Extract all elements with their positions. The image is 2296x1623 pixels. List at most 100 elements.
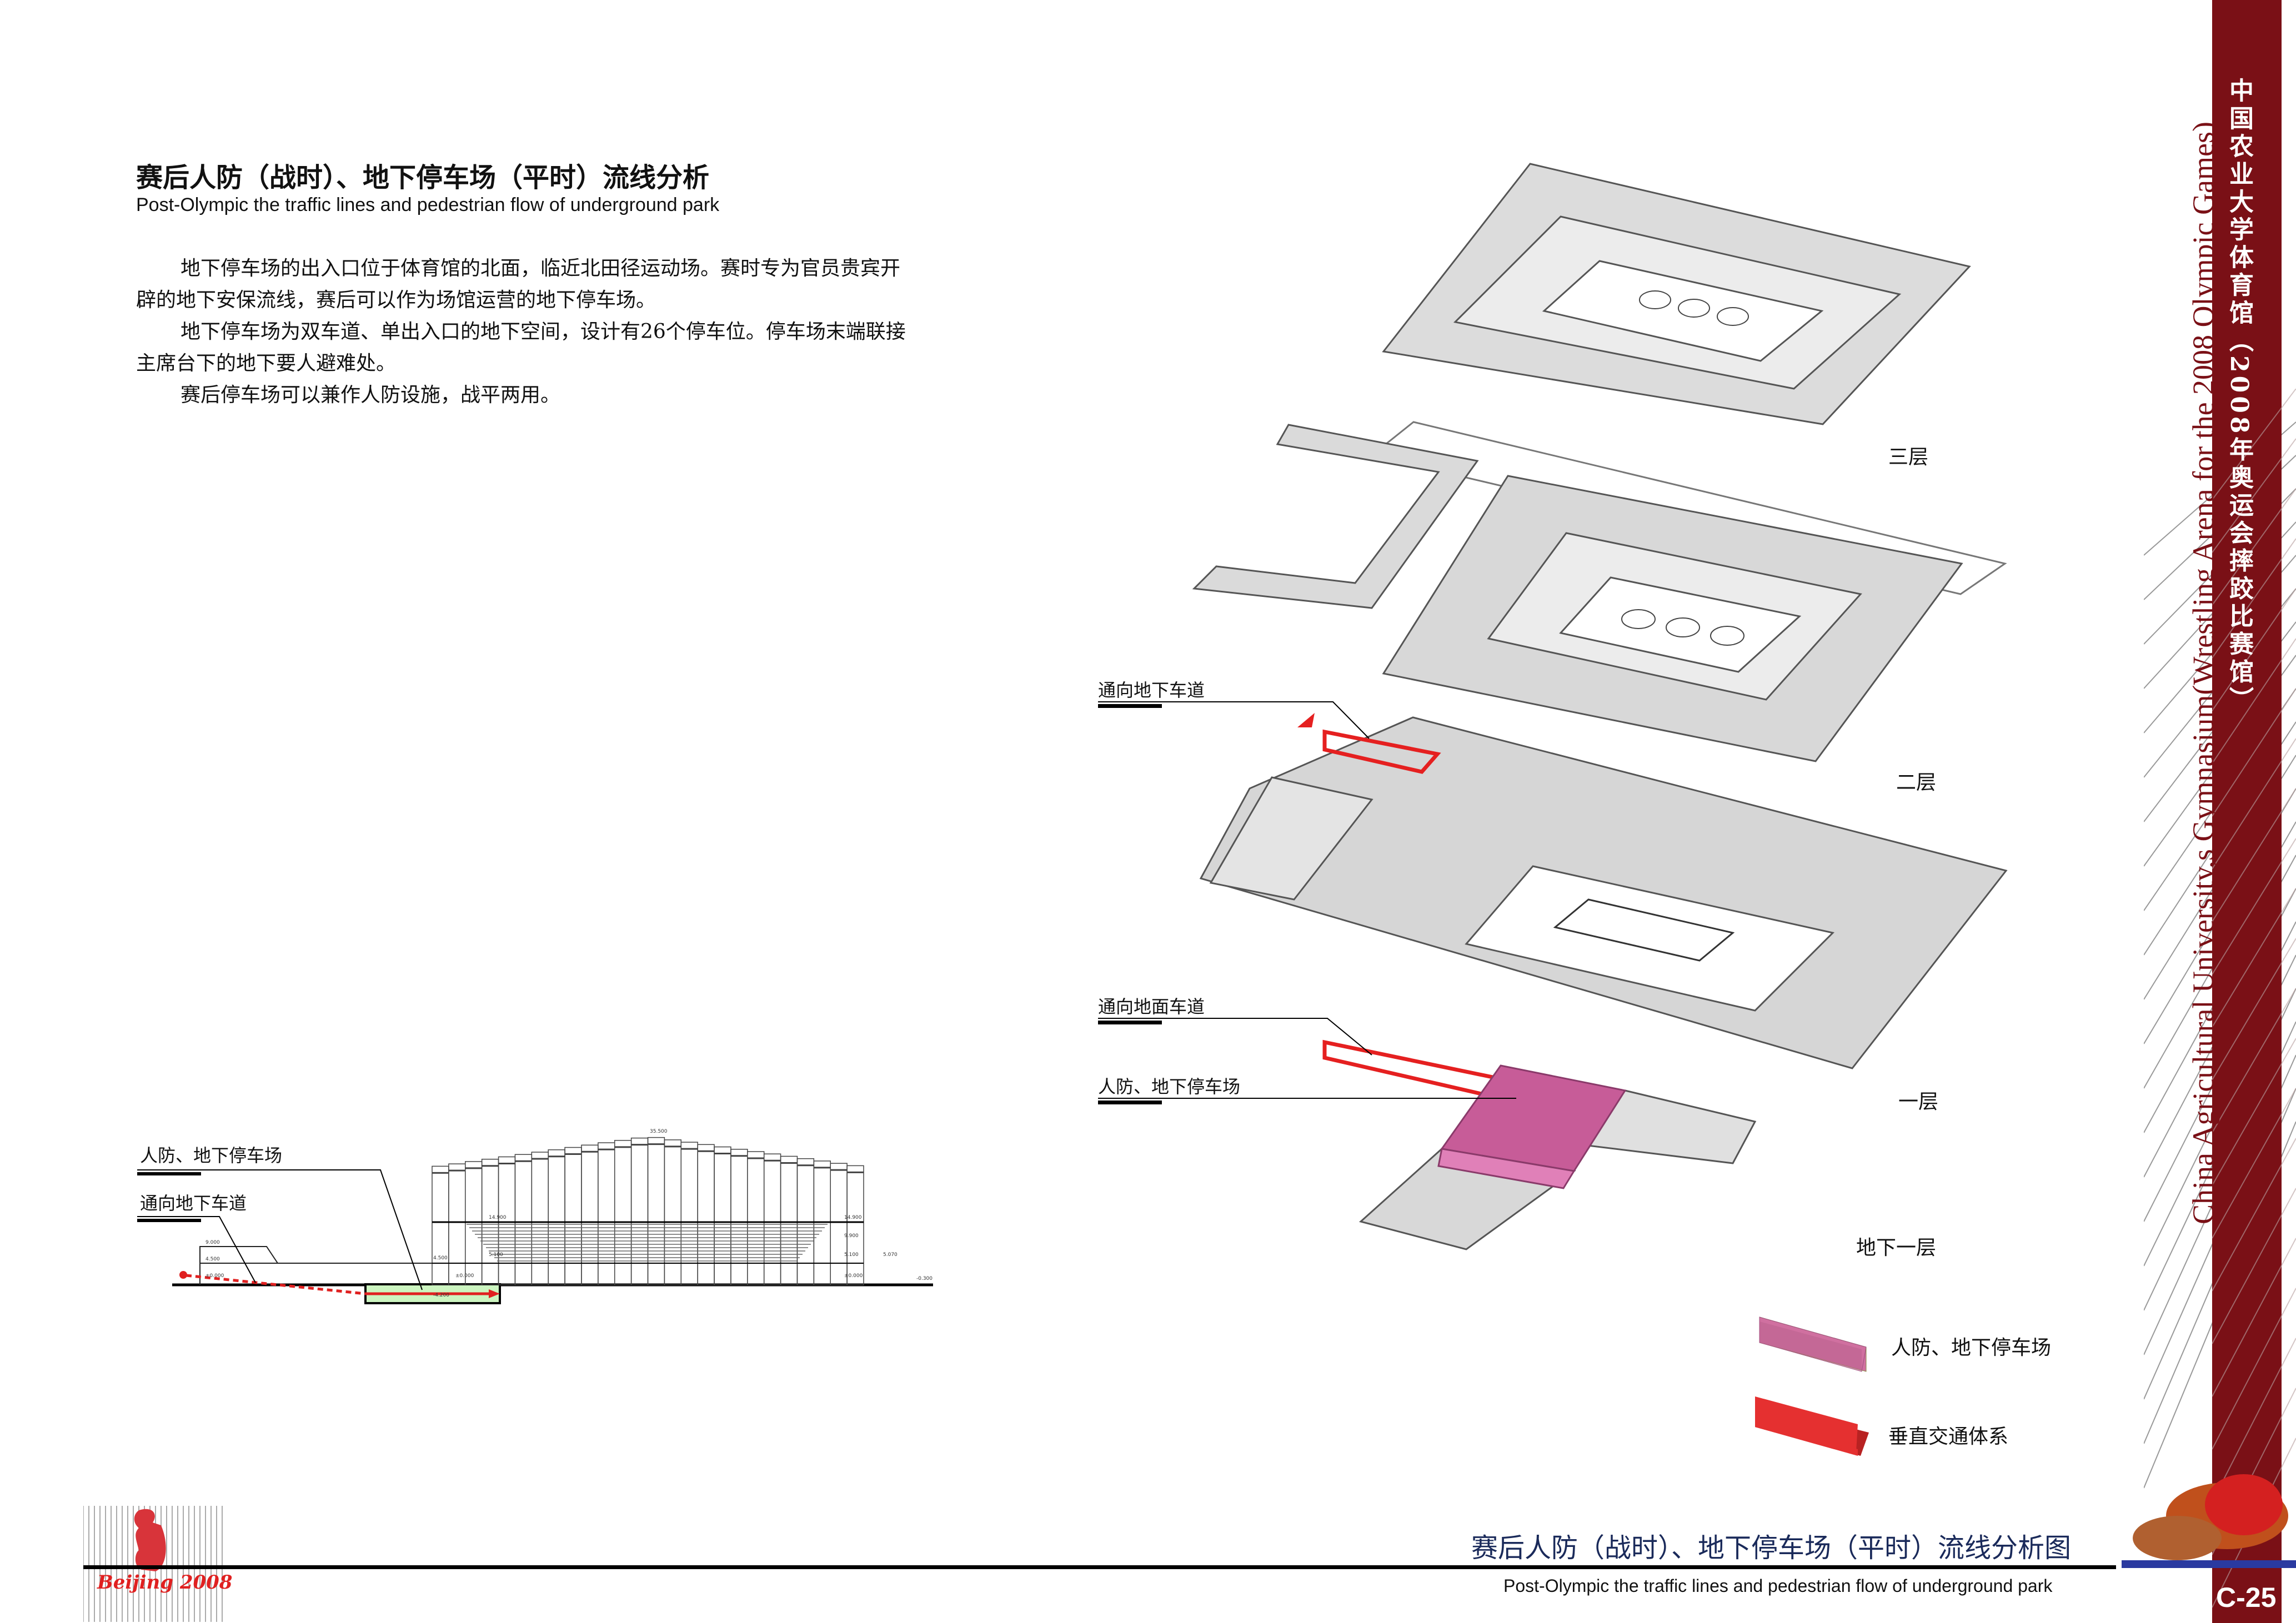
sidebar-pattern-line	[2212, 488, 2296, 606]
sidebar-pattern-line	[2212, 1138, 2296, 1292]
court-circle	[1621, 609, 1656, 629]
sidebar-pattern-line	[2212, 1238, 2296, 1397]
logo-text: Beijing 2008	[97, 1571, 233, 1594]
leader-ramp	[137, 1216, 256, 1283]
sidebar-pattern-line	[2212, 1088, 2296, 1239]
leader-parking	[137, 1169, 423, 1290]
paragraph-2-line-1: 地下停车场为双车道、单出入口的地下空间，设计有26个停车位。停车场末端联接	[181, 320, 906, 343]
paragraph-1-line-1: 地下停车场的出入口位于体育馆的北面，临近北田径运动场。赛时专为官员贵宾开	[181, 257, 901, 280]
page-title: 赛后人防（战时）、地下停车场（平时）流线分析	[136, 162, 710, 193]
elevation-label: 5.100	[844, 1252, 859, 1258]
sidebar-pattern-line	[2212, 1288, 2296, 1450]
floor-label-2: 二层	[1896, 771, 1937, 794]
entry-marker	[1297, 713, 1315, 727]
roof-column	[846, 1165, 864, 1285]
leader-bar	[1098, 704, 1162, 708]
floor-1-court-lines	[1553, 898, 1735, 962]
sidebar-band	[2212, 0, 2282, 1623]
elevation-label: 9.000	[205, 1240, 220, 1245]
elevation-label: 5.100	[489, 1252, 503, 1258]
sidebar-english-title: China Agricultural University,s Gymnasiu…	[2187, 122, 2220, 1224]
sidebar-pattern-line	[2212, 389, 2296, 500]
footer-subtitle: Post-Olympic the traffic lines and pedes…	[1503, 1576, 2053, 1596]
axon-label-ramp-down: 通向地下车道	[1098, 680, 1205, 701]
sidebar-pattern-line	[2212, 1188, 2296, 1344]
floor-plates	[1098, 163, 2008, 1250]
sidebar-overlay-lines	[2212, 389, 2296, 1608]
elevation-label: 35.500	[650, 1129, 668, 1134]
court-circle	[1639, 290, 1671, 309]
floor-label-1: 一层	[1898, 1091, 1939, 1113]
page-number: C-25	[2216, 1582, 2277, 1613]
court-circle	[1710, 626, 1744, 646]
sidebar-pattern-line	[2212, 1038, 2296, 1186]
elevation-label: 5.070	[883, 1252, 898, 1258]
floor-label-b1: 地下一层	[1856, 1237, 1937, 1259]
sidebar-pattern-line	[2212, 888, 2296, 1028]
elevation-label: 9.900	[844, 1233, 859, 1239]
elevation-label: 4.500	[205, 1257, 220, 1262]
section-label-parking: 人防、地下停车场	[140, 1145, 282, 1166]
axon-label-ramp-ground: 通向地面车道	[1098, 996, 1205, 1017]
elevation-label: ±0.000	[205, 1273, 224, 1279]
ramp-path	[186, 1274, 366, 1295]
sidebar-pattern-line	[2212, 688, 2296, 817]
paragraph-1-line-2: 辟的地下安保流线，赛后可以作为场馆运营的地下停车场。	[136, 289, 656, 311]
leader-ramp-ground	[1098, 1018, 1372, 1056]
court-circle	[1678, 299, 1710, 318]
leader-bar	[1098, 1101, 1162, 1104]
legend-label-parking: 人防、地下停车场	[1891, 1336, 2052, 1359]
elevation-label: 14.900	[489, 1215, 507, 1220]
paragraph-3: 赛后停车场可以兼作人防设施，战平两用。	[181, 384, 561, 406]
elevation-label: -0.300	[916, 1276, 933, 1282]
ramp-to-ground-outline	[1322, 1039, 1505, 1097]
leader-bar	[137, 1219, 201, 1222]
footer-title: 赛后人防（战时）、地下停车场（平时）流线分析图	[1471, 1532, 2072, 1564]
paragraph-2-line-2: 主席台下的地下要人避难处。	[136, 352, 397, 375]
legend-swatch-parking	[1759, 1317, 1867, 1372]
description-text: 地下停车场的出入口位于体育馆的北面，临近北田径运动场。赛时专为官员贵宾开 辟的地…	[136, 253, 958, 411]
sidebar-pattern-line	[2212, 788, 2296, 922]
beijing-2008-logo	[83, 1506, 223, 1622]
sidebar-pattern-line	[2212, 1338, 2296, 1503]
leader-bar	[137, 1172, 201, 1175]
sidebar-pattern-line	[2212, 738, 2296, 870]
axon-label-parking: 人防、地下停车场	[1098, 1076, 1241, 1097]
ramp-to-underground-outline	[1322, 729, 1441, 774]
legend-label-vertical-circulation: 垂直交通体系	[1888, 1425, 2009, 1448]
sidebar-pattern-line	[2212, 638, 2296, 764]
section-structure: 35.500 14.900 14.900 9.900 9.000 4.500 4.500 5.…	[137, 1129, 933, 1304]
wrestler-photo	[2122, 1474, 2296, 1568]
leader-ramp-down	[1098, 701, 1370, 739]
elevation-label: 4.500	[433, 1255, 448, 1261]
entry-point	[179, 1271, 187, 1279]
elevation-label: ±0.000	[844, 1273, 863, 1279]
legend-swatches	[1755, 1317, 1869, 1456]
floor-1-court	[1465, 865, 1834, 1012]
floor-3-court	[1542, 260, 1824, 362]
parking-block-face	[1437, 1148, 1576, 1189]
section-drawing: 35.500 14.900 14.900 9.900 9.000 4.500 4.500 5.…	[137, 1129, 933, 1304]
elevation-label: 14.900	[844, 1215, 862, 1220]
elevation-label: -4.200	[433, 1293, 449, 1298]
pool-area	[1209, 776, 1373, 901]
floor-2-wing	[1192, 424, 1479, 609]
sidebar-pattern-line	[2212, 588, 2296, 711]
sidebar-pattern-line	[2212, 838, 2296, 975]
footer-divider	[83, 1565, 2116, 1569]
sidebar-pattern-line	[2212, 938, 2296, 1081]
court-circle	[1717, 307, 1749, 326]
path-arrow	[489, 1289, 500, 1298]
floor-label-3: 三层	[1888, 446, 1929, 469]
leader-bar	[1098, 1021, 1162, 1024]
legend-swatch-vertical-circulation	[1755, 1396, 1869, 1456]
floor-2-court	[1559, 576, 1802, 673]
section-label-ramp: 通向地下车道	[140, 1193, 247, 1214]
page-subtitle: Post-Olympic the traffic lines and pedes…	[136, 194, 720, 215]
sidebar-pattern-line	[2212, 988, 2296, 1133]
court-circle	[1666, 617, 1700, 637]
axonometric-drawing	[1098, 163, 2008, 1250]
sidebar-chinese-title: 中国农业大学体育馆（2008年奥运会摔跤比赛馆）	[2225, 78, 2253, 715]
sidebar-pattern-line	[2212, 538, 2296, 659]
elevation-label: ±0.000	[455, 1273, 474, 1279]
